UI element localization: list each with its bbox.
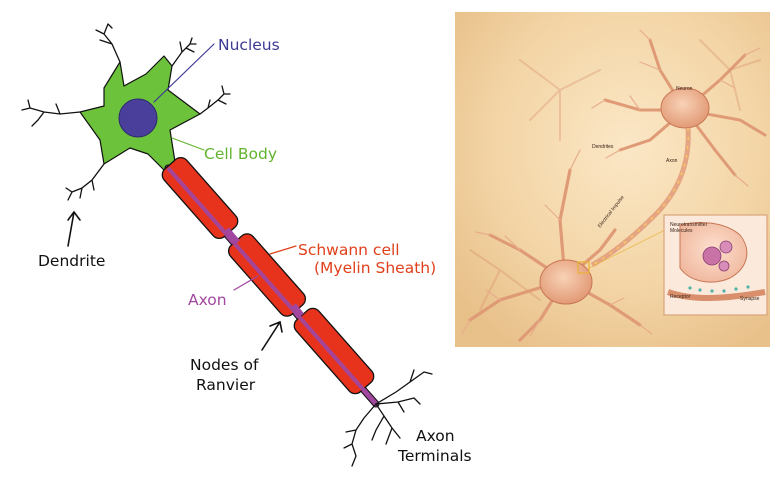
- lower-neuron: [461, 149, 666, 342]
- myelin-sheath-segment: [293, 307, 375, 395]
- illustration-dendrites-label: Dendrites: [592, 144, 614, 150]
- illustration-neuron-label: Neuron: [676, 86, 693, 92]
- nodes-of-ranvier-label-line1: Nodes of: [190, 356, 259, 374]
- vesicle: [719, 240, 733, 254]
- label-pointers: [67, 43, 297, 351]
- illustration-axon-label: Axon: [666, 158, 678, 164]
- node-of-ranvier: [225, 227, 240, 244]
- dendrite-arrow-icon: [67, 210, 81, 247]
- myelin-sheath-label: (Myelin Sheath): [314, 259, 436, 277]
- cell-body-label: Cell Body: [204, 145, 277, 163]
- axon-terminals-label-line2: Terminals: [397, 447, 472, 465]
- axon-label: Axon: [188, 291, 227, 309]
- schematic-neuron: Nucleus Cell Body Dendrite Schwann cell …: [21, 23, 472, 467]
- vesicle: [702, 246, 722, 266]
- postsynaptic-membrane: [666, 289, 766, 301]
- vesicle: [718, 260, 730, 272]
- node-of-ranvier: [292, 303, 304, 317]
- cell-body-pointer-line: [171, 137, 205, 151]
- neuron-illustration: Neuron Dendrites Axon Electrical Impulse…: [455, 12, 770, 347]
- nucleus-pointer-line: [153, 43, 215, 103]
- lower-neuron-soma: [539, 259, 593, 305]
- nodes-arrow-icon: [261, 320, 283, 351]
- dendrite-branches: [21, 23, 231, 201]
- zoom-box: [577, 261, 590, 274]
- nucleus-label: Nucleus: [218, 36, 280, 54]
- axon-pointer-line: [233, 275, 259, 291]
- illustration-molecules-label: Molecules: [670, 228, 693, 234]
- illustration-receptor-label: Receptor: [670, 294, 691, 300]
- synapse-inset: [663, 214, 768, 316]
- axon-terminal-branches: [343, 369, 433, 467]
- dendrite-label: Dendrite: [38, 252, 105, 270]
- electrical-impulse-line: [591, 127, 689, 266]
- receptor-dots: [688, 285, 750, 293]
- upper-neuron-soma: [660, 87, 710, 129]
- nucleus-shape: [118, 98, 158, 138]
- myelin-sheaths: [161, 156, 378, 406]
- schwann-cell-label: Schwann cell: [298, 241, 400, 259]
- schwann-pointer-line: [269, 245, 297, 255]
- zoom-connector: [588, 229, 666, 269]
- upper-neuron: [590, 29, 767, 268]
- axon-overlay: [166, 166, 378, 406]
- illustration-neurotransmitter-label: Neurotransmitter: [670, 222, 708, 228]
- nodes-of-ranvier-label-line2: Ranvier: [196, 376, 256, 394]
- illustration-synapse-label: Synapse: [740, 296, 760, 302]
- axon-terminals-label-line1: Axon: [416, 427, 455, 445]
